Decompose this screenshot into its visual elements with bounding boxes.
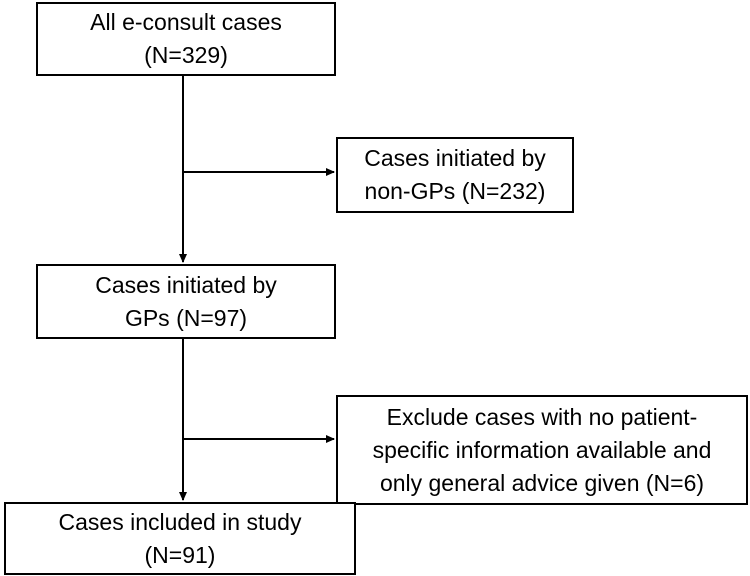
non-gp-cases-label: Cases initiated by xyxy=(364,145,546,171)
gp-cases-box: Cases initiated by GPs (N=97) xyxy=(36,264,336,339)
included-cases-count: (N=91) xyxy=(144,541,216,568)
excluded-line-1: Exclude cases with no patient- xyxy=(386,403,698,430)
gp-cases-count: GPs (N=97) xyxy=(124,304,248,331)
excluded-line-3: only general advice given (N=6) xyxy=(379,469,705,496)
non-gp-cases-box: Cases initiated by non-GPs (N=232) xyxy=(336,137,574,213)
excluded-cases-box: Exclude cases with no patient- specific … xyxy=(336,395,748,505)
gp-cases-label: Cases initiated by xyxy=(95,271,277,298)
excluded-line-2: specific information available and xyxy=(372,436,712,463)
included-cases-box: Cases included in study (N=91) xyxy=(4,502,356,575)
non-gp-cases-count: non-GPs (N=232) xyxy=(364,178,546,204)
all-cases-count: (N=329) xyxy=(144,42,228,68)
included-cases-label: Cases included in study xyxy=(58,508,302,535)
all-econsult-cases-box: All e-consult cases (N=329) xyxy=(36,2,336,76)
all-cases-label: All e-consult cases xyxy=(90,9,282,35)
